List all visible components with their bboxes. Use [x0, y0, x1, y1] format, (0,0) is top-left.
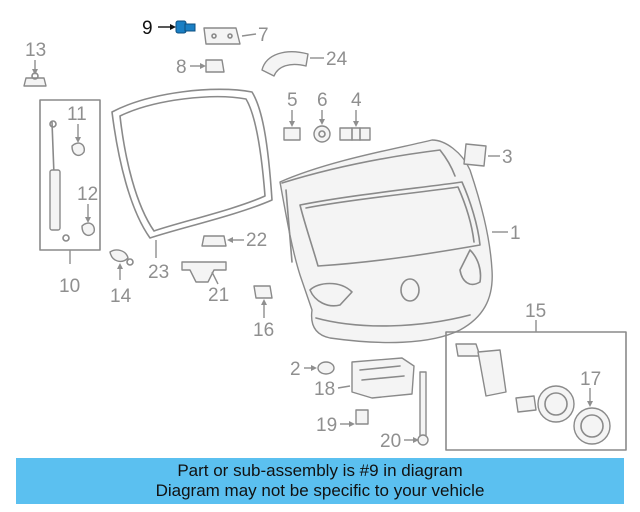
callout-10: 10 — [59, 276, 80, 297]
highlighted-bolt-part-9 — [175, 20, 196, 34]
callout-5: 5 — [287, 90, 298, 111]
callout-12: 12 — [77, 184, 98, 205]
callout-18: 18 — [314, 379, 335, 400]
part-2 — [317, 361, 335, 375]
callout-24: 24 — [326, 49, 348, 70]
callout-21: 21 — [208, 285, 229, 306]
callout-9: 9 — [142, 18, 153, 39]
callout-labels: 9 7 8 24 13 11 12 10 14 23 22 21 16 5 6 … — [25, 18, 601, 452]
callout-3: 3 — [502, 147, 513, 168]
callout-13: 13 — [25, 40, 46, 61]
part-4 — [339, 127, 371, 141]
part-18 — [351, 357, 415, 399]
part-20 — [417, 371, 429, 446]
banner-line-part-number: Part or sub-assembly is #9 in diagram — [177, 461, 463, 480]
part-19 — [355, 409, 369, 425]
part-14 — [109, 249, 134, 266]
part-5 — [283, 127, 301, 141]
part-22 — [201, 235, 227, 247]
callout-14: 14 — [110, 286, 132, 307]
part-8 — [205, 59, 225, 73]
tailgate-part — [279, 139, 493, 344]
callout-19: 19 — [316, 415, 337, 436]
callout-8: 8 — [176, 57, 187, 78]
part-21 — [181, 261, 227, 283]
callout-16: 16 — [253, 320, 274, 341]
leader-lines — [32, 24, 593, 443]
callout-23: 23 — [148, 262, 169, 283]
callout-2: 2 — [290, 359, 301, 380]
lock-assembly-group — [445, 331, 627, 451]
callout-20: 20 — [380, 431, 401, 452]
callout-7: 7 — [258, 25, 269, 46]
callout-1: 1 — [510, 223, 521, 244]
callout-17: 17 — [580, 369, 601, 390]
info-banner: Part or sub-assembly is #9 in diagram Di… — [16, 458, 624, 504]
gas-strut-group — [39, 99, 101, 251]
part-3 — [463, 143, 487, 167]
banner-line-disclaimer: Diagram may not be specific to your vehi… — [155, 481, 485, 500]
callout-4: 4 — [351, 90, 362, 111]
part-24 — [261, 51, 309, 77]
callout-11: 11 — [67, 104, 87, 125]
part-6 — [313, 125, 331, 143]
callout-6: 6 — [317, 90, 328, 111]
parts-diagram: 9 7 8 24 13 11 12 10 14 23 22 21 16 5 6 … — [23, 18, 627, 452]
callout-15: 15 — [525, 301, 546, 322]
weatherstrip-seal-part — [111, 88, 273, 239]
part-7 — [203, 27, 241, 45]
part-16 — [253, 285, 273, 299]
callout-22: 22 — [246, 230, 267, 251]
